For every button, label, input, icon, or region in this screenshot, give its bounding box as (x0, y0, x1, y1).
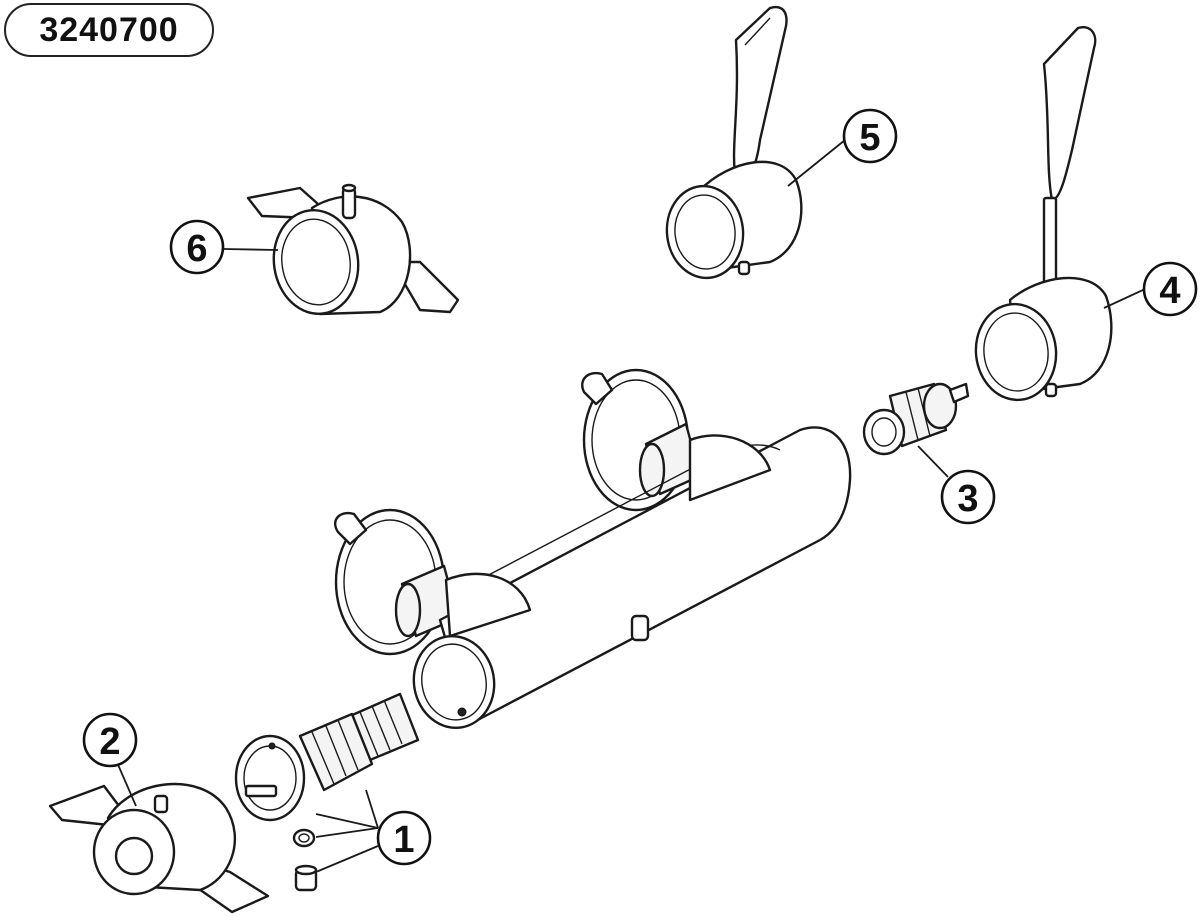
part-1-thermostatic-cartridge (234, 692, 420, 892)
svg-text:5: 5 (859, 117, 880, 159)
part-5-lever-handle (665, 5, 803, 280)
callout-1: 1 (376, 810, 432, 866)
valve-body (333, 368, 852, 730)
svg-text:4: 4 (1159, 270, 1180, 312)
part-6-cross-handle (246, 183, 460, 316)
svg-text:2: 2 (99, 721, 120, 763)
reference-number-badge: 3240700 (4, 3, 214, 57)
callout-3: 3 (940, 469, 996, 525)
callout-6: 6 (169, 219, 225, 275)
part-4-long-lever-handle (974, 26, 1113, 402)
svg-text:3: 3 (957, 478, 978, 520)
leader-lines (115, 139, 1146, 873)
part-3-cartridge (862, 382, 970, 456)
callout-4: 4 (1142, 261, 1198, 317)
callout-5: 5 (842, 108, 898, 164)
part-2-cross-handle (48, 782, 270, 914)
svg-text:1: 1 (393, 819, 414, 861)
svg-text:6: 6 (186, 228, 207, 270)
callout-2: 2 (82, 712, 138, 768)
